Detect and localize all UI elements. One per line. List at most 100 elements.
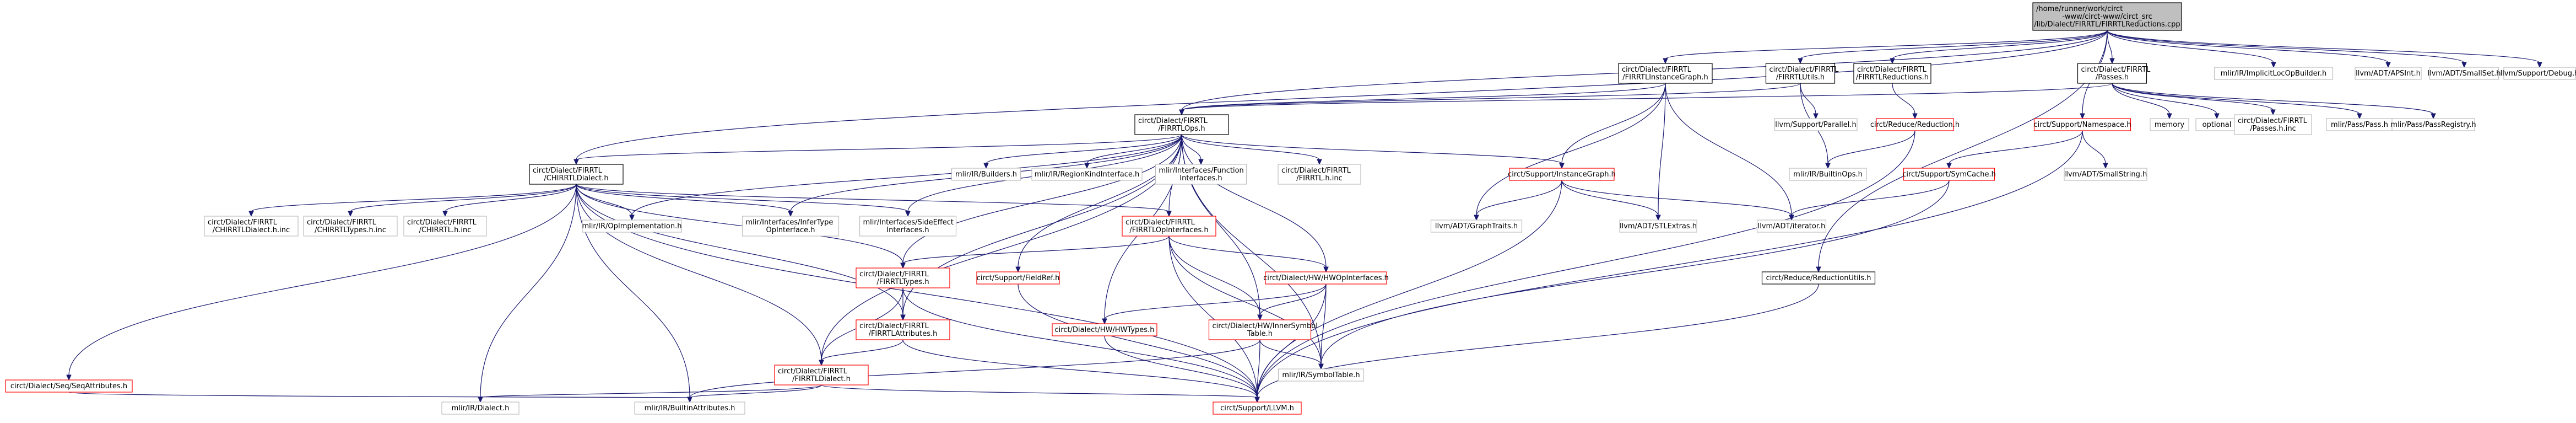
- edge-passes_h-to-passes_inc: [2112, 83, 2276, 116]
- node-box: [441, 401, 519, 415]
- node-label: /CHIRRTLDialect.h.inc: [213, 226, 290, 234]
- node-box[interactable]: [976, 271, 1060, 285]
- node-label: llvm/ADT/APSInt.h: [2356, 69, 2421, 78]
- edge-chirrtl-to-dialect_h: [576, 184, 824, 366]
- node-box[interactable]: [1876, 118, 1954, 131]
- node-label: /Passes.h.inc: [2250, 125, 2296, 133]
- node-box[interactable]: [1265, 271, 1387, 285]
- node-mlirpass: mlir/Pass/Pass.h: [2326, 118, 2393, 131]
- node-chirrtl_inc: circt/Dialect/FIRRTL/CHIRRTL.h.inc: [403, 216, 487, 237]
- edge-passes_h-to-ops: [1179, 83, 2113, 116]
- node-label: /FIRRTL.h.inc: [1296, 174, 1343, 183]
- node-box: [1278, 368, 1365, 382]
- node-box[interactable]: [1761, 271, 1876, 285]
- node-opifaces[interactable]: circt/Dialect/FIRRTL/FIRRTLOpInterfaces.…: [1122, 216, 1216, 237]
- node-label: /FIRRTLDialect.h: [792, 375, 851, 383]
- node-llvm_h[interactable]: circt/Support/LLVM.h: [1213, 401, 1302, 415]
- edge-chirrtl-to-chirrtl_inc: [442, 184, 577, 217]
- node-box[interactable]: [5, 379, 133, 393]
- node-box[interactable]: [1213, 401, 1302, 415]
- node-box[interactable]: [1765, 63, 1836, 84]
- node-box[interactable]: [1903, 168, 1995, 181]
- edge-root-to-smallset: [2107, 30, 2467, 68]
- node-utils[interactable]: circt/Dialect/FIRRTL/FIRRTLUtils.h: [1765, 63, 1839, 84]
- node-symcache[interactable]: circt/Support/SymCache.h: [1902, 168, 1996, 181]
- node-label: /lib/Dialect/FIRRTL/FIRRTLReductions.cpp: [2034, 20, 2180, 29]
- edge-sup_instgraph-to-graphtraits: [1474, 180, 1562, 221]
- edge-sup_instgraph-to-iterator: [1561, 180, 1794, 221]
- node-namespace[interactable]: circt/Support/Namespace.h: [2033, 118, 2131, 131]
- node-box[interactable]: [1122, 216, 1216, 237]
- node-hwopifaces[interactable]: circt/Dialect/HW/HWOpInterfaces.h: [1263, 271, 1389, 285]
- node-box: [2503, 67, 2576, 80]
- node-reductions_h[interactable]: circt/Dialect/FIRRTL/FIRRTLReductions.h: [1853, 63, 1931, 84]
- edge-reduction-to-builtinops: [1825, 130, 1915, 169]
- node-box[interactable]: [774, 365, 869, 385]
- node-box[interactable]: [1052, 323, 1157, 336]
- node-types[interactable]: circt/Dialect/FIRRTL/FIRRTLTypes.h: [856, 267, 950, 288]
- edge-sup_instgraph-to-stlextras: [1561, 180, 1661, 221]
- node-box[interactable]: [856, 319, 950, 340]
- node-box[interactable]: [1509, 168, 1615, 181]
- node-dialect_h[interactable]: circt/Dialect/FIRRTL/FIRRTLDialect.h: [774, 365, 869, 385]
- node-label: mlir/IR/Dialect.h: [452, 404, 510, 413]
- node-label: circt/Dialect/FIRRTL: [1857, 66, 1927, 74]
- node-box[interactable]: [529, 164, 624, 185]
- edge-chirrtl-to-opifaces: [576, 184, 1172, 217]
- node-passes_h[interactable]: circt/Dialect/FIRRTL/Passes.h: [2077, 63, 2151, 84]
- node-apsint: llvm/ADT/APSInt.h: [2355, 67, 2422, 80]
- node-label: /FIRRTLUtils.h: [1776, 73, 1825, 82]
- node-label: llvm/Support/Parallel.h: [1775, 121, 1856, 129]
- node-label: circt/Reduce/Reduction.h: [1870, 121, 1960, 129]
- node-builtinops: mlir/IR/BuiltinOps.h: [1789, 168, 1867, 181]
- edge-root-to-chirrtl: [573, 30, 2108, 165]
- node-optional: optional: [2195, 118, 2238, 131]
- node-box[interactable]: [1208, 319, 1312, 340]
- node-symboltable: mlir/IR/SymbolTable.h: [1278, 368, 1365, 382]
- node-box[interactable]: [1618, 63, 1713, 84]
- edge-chirrtl-to-chtypes_inc: [348, 184, 577, 217]
- node-box[interactable]: [2033, 118, 2131, 131]
- edge-attributes-to-llvm_h: [902, 339, 1260, 403]
- node-ops[interactable]: circt/Dialect/FIRRTL/FIRRTLOps.h: [1134, 114, 1229, 135]
- node-label: circt/Support/Namespace.h: [2033, 121, 2131, 129]
- node-label: Interfaces.h: [886, 226, 929, 234]
- node-label: circt/Dialect/FIRRTL: [1138, 117, 1208, 125]
- node-label: mlir/IR/BuiltinOps.h: [1793, 170, 1863, 179]
- edge-opifaces-to-symboltable: [1168, 235, 1324, 370]
- node-seqattrs[interactable]: circt/Dialect/Seq/SeqAttributes.h: [5, 379, 133, 393]
- edge-fieldref-to-llvm_h: [1018, 283, 1260, 403]
- node-instgraph_fir[interactable]: circt/Dialect/FIRRTL/FIRRTLInstanceGraph…: [1618, 63, 1713, 84]
- node-label: circt/Support/SymCache.h: [1902, 170, 1996, 179]
- node-sup_instgraph[interactable]: circt/Support/InstanceGraph.h: [1508, 168, 1616, 181]
- node-box[interactable]: [1134, 114, 1229, 135]
- node-box: [1430, 219, 1523, 233]
- node-label: circt/Dialect/HW/HWOpInterfaces.h: [1263, 274, 1389, 282]
- node-label: mlir/Interfaces/InferType: [746, 218, 834, 227]
- node-hwtypes[interactable]: circt/Dialect/HW/HWTypes.h: [1052, 323, 1157, 336]
- node-fieldref[interactable]: circt/Support/FieldRef.h: [976, 271, 1060, 285]
- node-label: circt/Dialect/FIRRTL: [307, 218, 377, 227]
- node-chirrtl[interactable]: circt/Dialect/FIRRTL/CHIRRTLDialect.h: [529, 164, 624, 185]
- edge-namespace-to-symcache: [1946, 130, 2083, 169]
- node-label: mlir/IR/OpImplementation.h: [582, 222, 682, 231]
- edge-dialect_h-to-builtinattrs: [687, 384, 822, 403]
- node-reduction[interactable]: circt/Reduce/Reduction.h: [1870, 118, 1960, 131]
- edge-chirrtl-to-mlirdialect: [478, 184, 577, 403]
- node-box[interactable]: [856, 267, 950, 288]
- node-label: /CHIRRTLTypes.h.inc: [315, 226, 386, 234]
- node-label: circt/Support/LLVM.h: [1220, 404, 1294, 413]
- edge-root-to-passes_h: [2107, 30, 2115, 65]
- node-box: [1278, 164, 1361, 185]
- node-reductionutils[interactable]: circt/Reduce/ReductionUtils.h: [1761, 271, 1876, 285]
- edge-root-to-instgraph_fir: [1663, 30, 2108, 65]
- node-attributes[interactable]: circt/Dialect/FIRRTL/FIRRTLAttributes.h: [856, 319, 950, 340]
- node-label: circt/Dialect/FIRRTL: [778, 367, 848, 376]
- node-label: mlir/IR/ImplicitLocOpBuilder.h: [2221, 69, 2326, 78]
- node-box[interactable]: [1853, 63, 1931, 84]
- node-box[interactable]: [2077, 63, 2147, 84]
